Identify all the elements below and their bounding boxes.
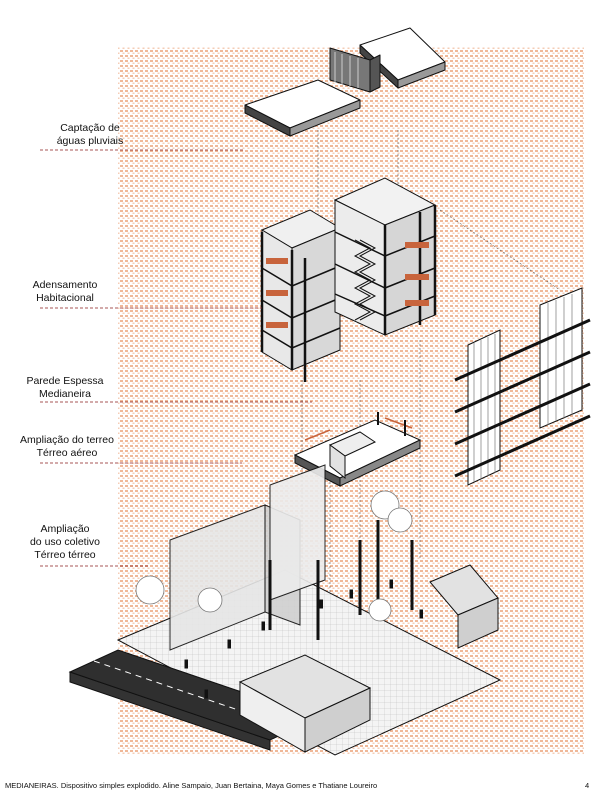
label-line: Captação de	[60, 122, 120, 134]
leader-lines	[40, 149, 312, 567]
stair-tower	[353, 239, 377, 321]
label-line: Adensamento	[32, 279, 98, 291]
label-line: Térreo térreo	[34, 549, 96, 561]
label-captacao: Captação de águas pluviais	[40, 122, 140, 148]
label-adensamento: Adensamento Habitacional	[15, 279, 115, 305]
label-parede: Parede Espessa Medianeira	[15, 375, 115, 401]
roof-rainwater-module	[244, 27, 446, 137]
label-ampliacao-uso: Ampliação do uso coletivo Térreo térreo	[15, 523, 115, 562]
housing-block-left	[260, 209, 342, 382]
label-line: Parede Espessa	[26, 375, 104, 387]
figure-caption: MEDIANEIRAS. Dispositivo simples explodi…	[5, 781, 378, 790]
label-line: águas pluviais	[56, 135, 124, 147]
label-line: Ampliação do terreo	[20, 434, 114, 446]
page-number: 4	[585, 781, 590, 790]
label-line: do uso coletivo	[29, 536, 101, 548]
thick-party-wall-panels	[454, 287, 591, 486]
ground-level-block	[68, 464, 502, 756]
label-line: Medianeira	[39, 388, 91, 400]
label-ampliacao-terreo: Ampliação do terreo Térreo aéreo	[8, 434, 126, 460]
housing-block-right	[333, 177, 437, 336]
label-line: Ampliação	[40, 523, 90, 535]
label-line: Habitacional	[36, 292, 94, 304]
label-line: Térreo aéreo	[36, 447, 98, 459]
